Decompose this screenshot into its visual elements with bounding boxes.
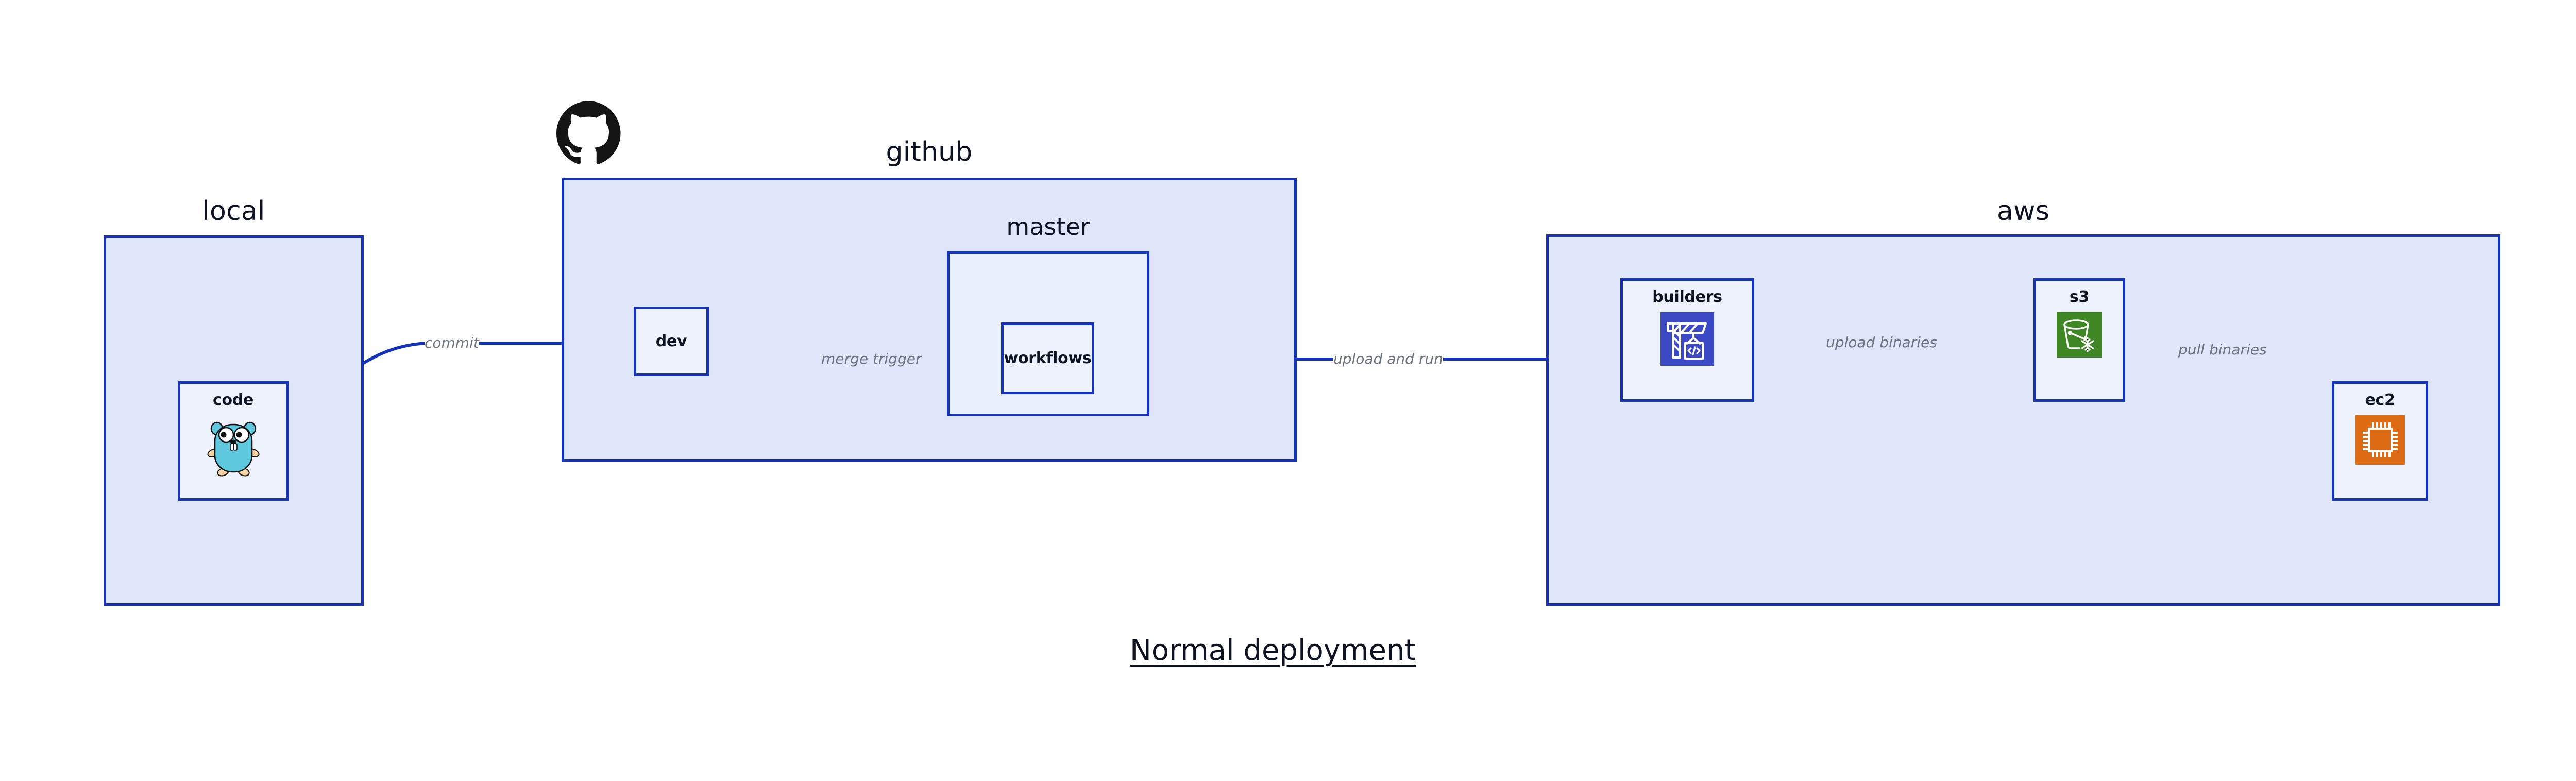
edge-label-pull-binaries: pull binaries [2178, 341, 2267, 358]
node-dev[interactable]: dev [634, 307, 709, 376]
group-label-aws: aws [1996, 196, 2050, 227]
node-s3-label: s3 [2069, 288, 2090, 306]
group-label-github: github [886, 137, 973, 167]
group-label-local: local [202, 196, 265, 227]
edge-label-upload-binaries: upload binaries [1826, 334, 1937, 351]
node-workflows-label: workflows [1004, 349, 1092, 367]
subgroup-label-master: master [1006, 213, 1090, 241]
node-builders-label: builders [1652, 288, 1722, 306]
aws-ec2-icon [2355, 415, 2405, 467]
node-ec2[interactable]: ec2 [2332, 381, 2428, 501]
edge-label-merge-trigger: merge trigger [821, 350, 922, 367]
diagram-title: Normal deployment [1130, 634, 1416, 667]
aws-codebuild-icon [1660, 312, 1714, 368]
aws-s3-glacier-icon [2057, 312, 2102, 360]
node-ec2-label: ec2 [2365, 391, 2395, 409]
node-code-label: code [212, 391, 253, 409]
go-gopher-icon [206, 415, 261, 479]
node-builders[interactable]: builders [1620, 278, 1754, 402]
node-dev-label: dev [655, 332, 687, 350]
node-code[interactable]: code [178, 381, 289, 501]
edge-label-upload-and-run: upload and run [1333, 350, 1443, 367]
node-s3[interactable]: s3 [2033, 278, 2125, 402]
github-octocat-icon [556, 100, 621, 167]
node-workflows[interactable]: workflows [1001, 322, 1094, 394]
edge-label-commit: commit [425, 334, 479, 351]
